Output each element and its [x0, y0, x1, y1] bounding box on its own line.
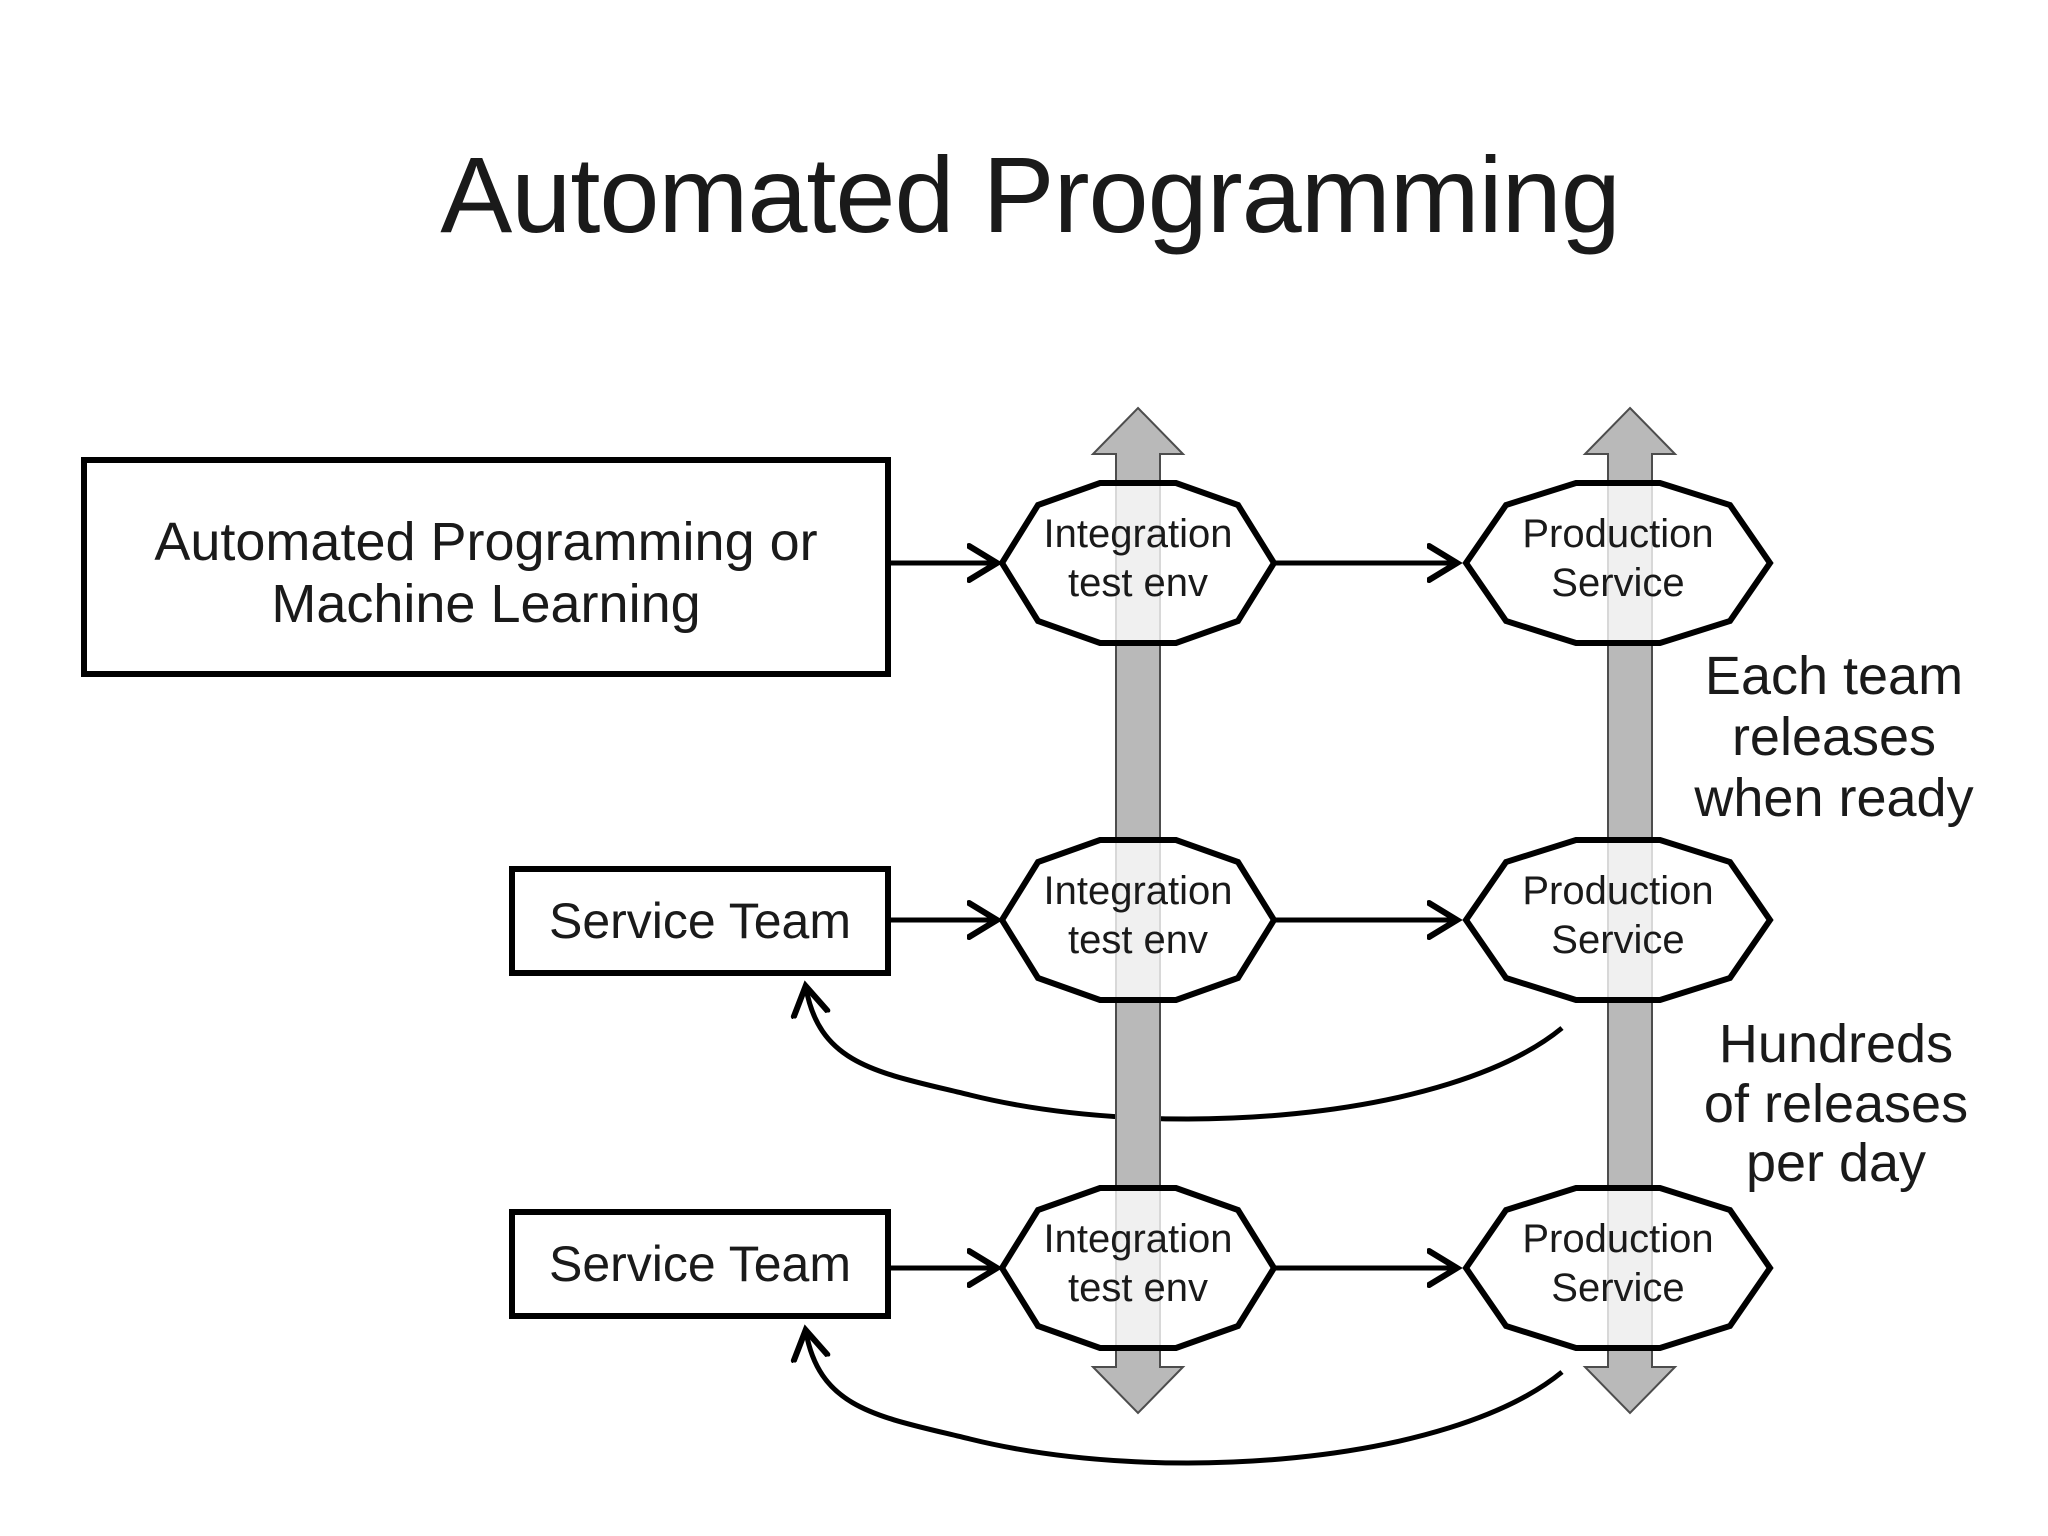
integration-node-1-label-line2: test env [1068, 561, 1208, 605]
production-node-1-label-line2: Service [1551, 561, 1684, 605]
production-service-node-3 [1462, 1185, 1774, 1351]
integration-node-2-label-line1: Integration [1043, 869, 1232, 913]
production-node-2-label-line2: Service [1551, 918, 1684, 962]
integration-node-3-label-line2: test env [1068, 1266, 1208, 1310]
feedback-arrow-production-to-service-team-2 [806, 988, 1564, 1122]
annotation-each-team-releases-line3: when ready [1693, 768, 1973, 828]
production-node-3-label-line2: Service [1551, 1266, 1684, 1310]
integration-node-3-label-line1: Integration [1043, 1217, 1232, 1261]
production-service-node-2 [1462, 837, 1774, 1003]
integration-node-2-label-line2: test env [1068, 918, 1208, 962]
service-team-box-2-label: Service Team [549, 893, 851, 949]
feedback-arrow-production-to-service-team-3 [806, 1332, 1564, 1466]
slide-title: Automated Programming [440, 134, 1620, 255]
annotation-each-team-releases-line2: releases [1732, 707, 1936, 767]
production-service-node-1 [1462, 480, 1774, 646]
integration-node-1-label-line1: Integration [1043, 512, 1232, 556]
automated-programming-box-label-line2: Machine Learning [271, 574, 700, 634]
automated-programming-box [81, 457, 891, 677]
integration-test-env-node-3 [998, 1185, 1278, 1351]
annotation-hundreds-of-releases-line1: Hundreds [1719, 1014, 1953, 1074]
annotation-hundreds-of-releases-line2: of releases [1704, 1074, 1968, 1134]
integration-test-env-node-2 [998, 837, 1278, 1003]
automated-programming-box-label-line1: Automated Programming or [154, 512, 817, 572]
service-team-box-3-label: Service Team [549, 1236, 851, 1292]
service-team-box-2 [509, 866, 891, 976]
production-node-2-label-line1: Production [1522, 869, 1713, 913]
integration-test-env-node-1 [998, 480, 1278, 646]
annotation-each-team-releases-line1: Each team [1705, 646, 1963, 706]
annotation-hundreds-of-releases-line3: per day [1746, 1133, 1926, 1193]
production-node-3-label-line1: Production [1522, 1217, 1713, 1261]
production-node-1-label-line1: Production [1522, 512, 1713, 556]
service-team-box-3 [509, 1209, 891, 1319]
